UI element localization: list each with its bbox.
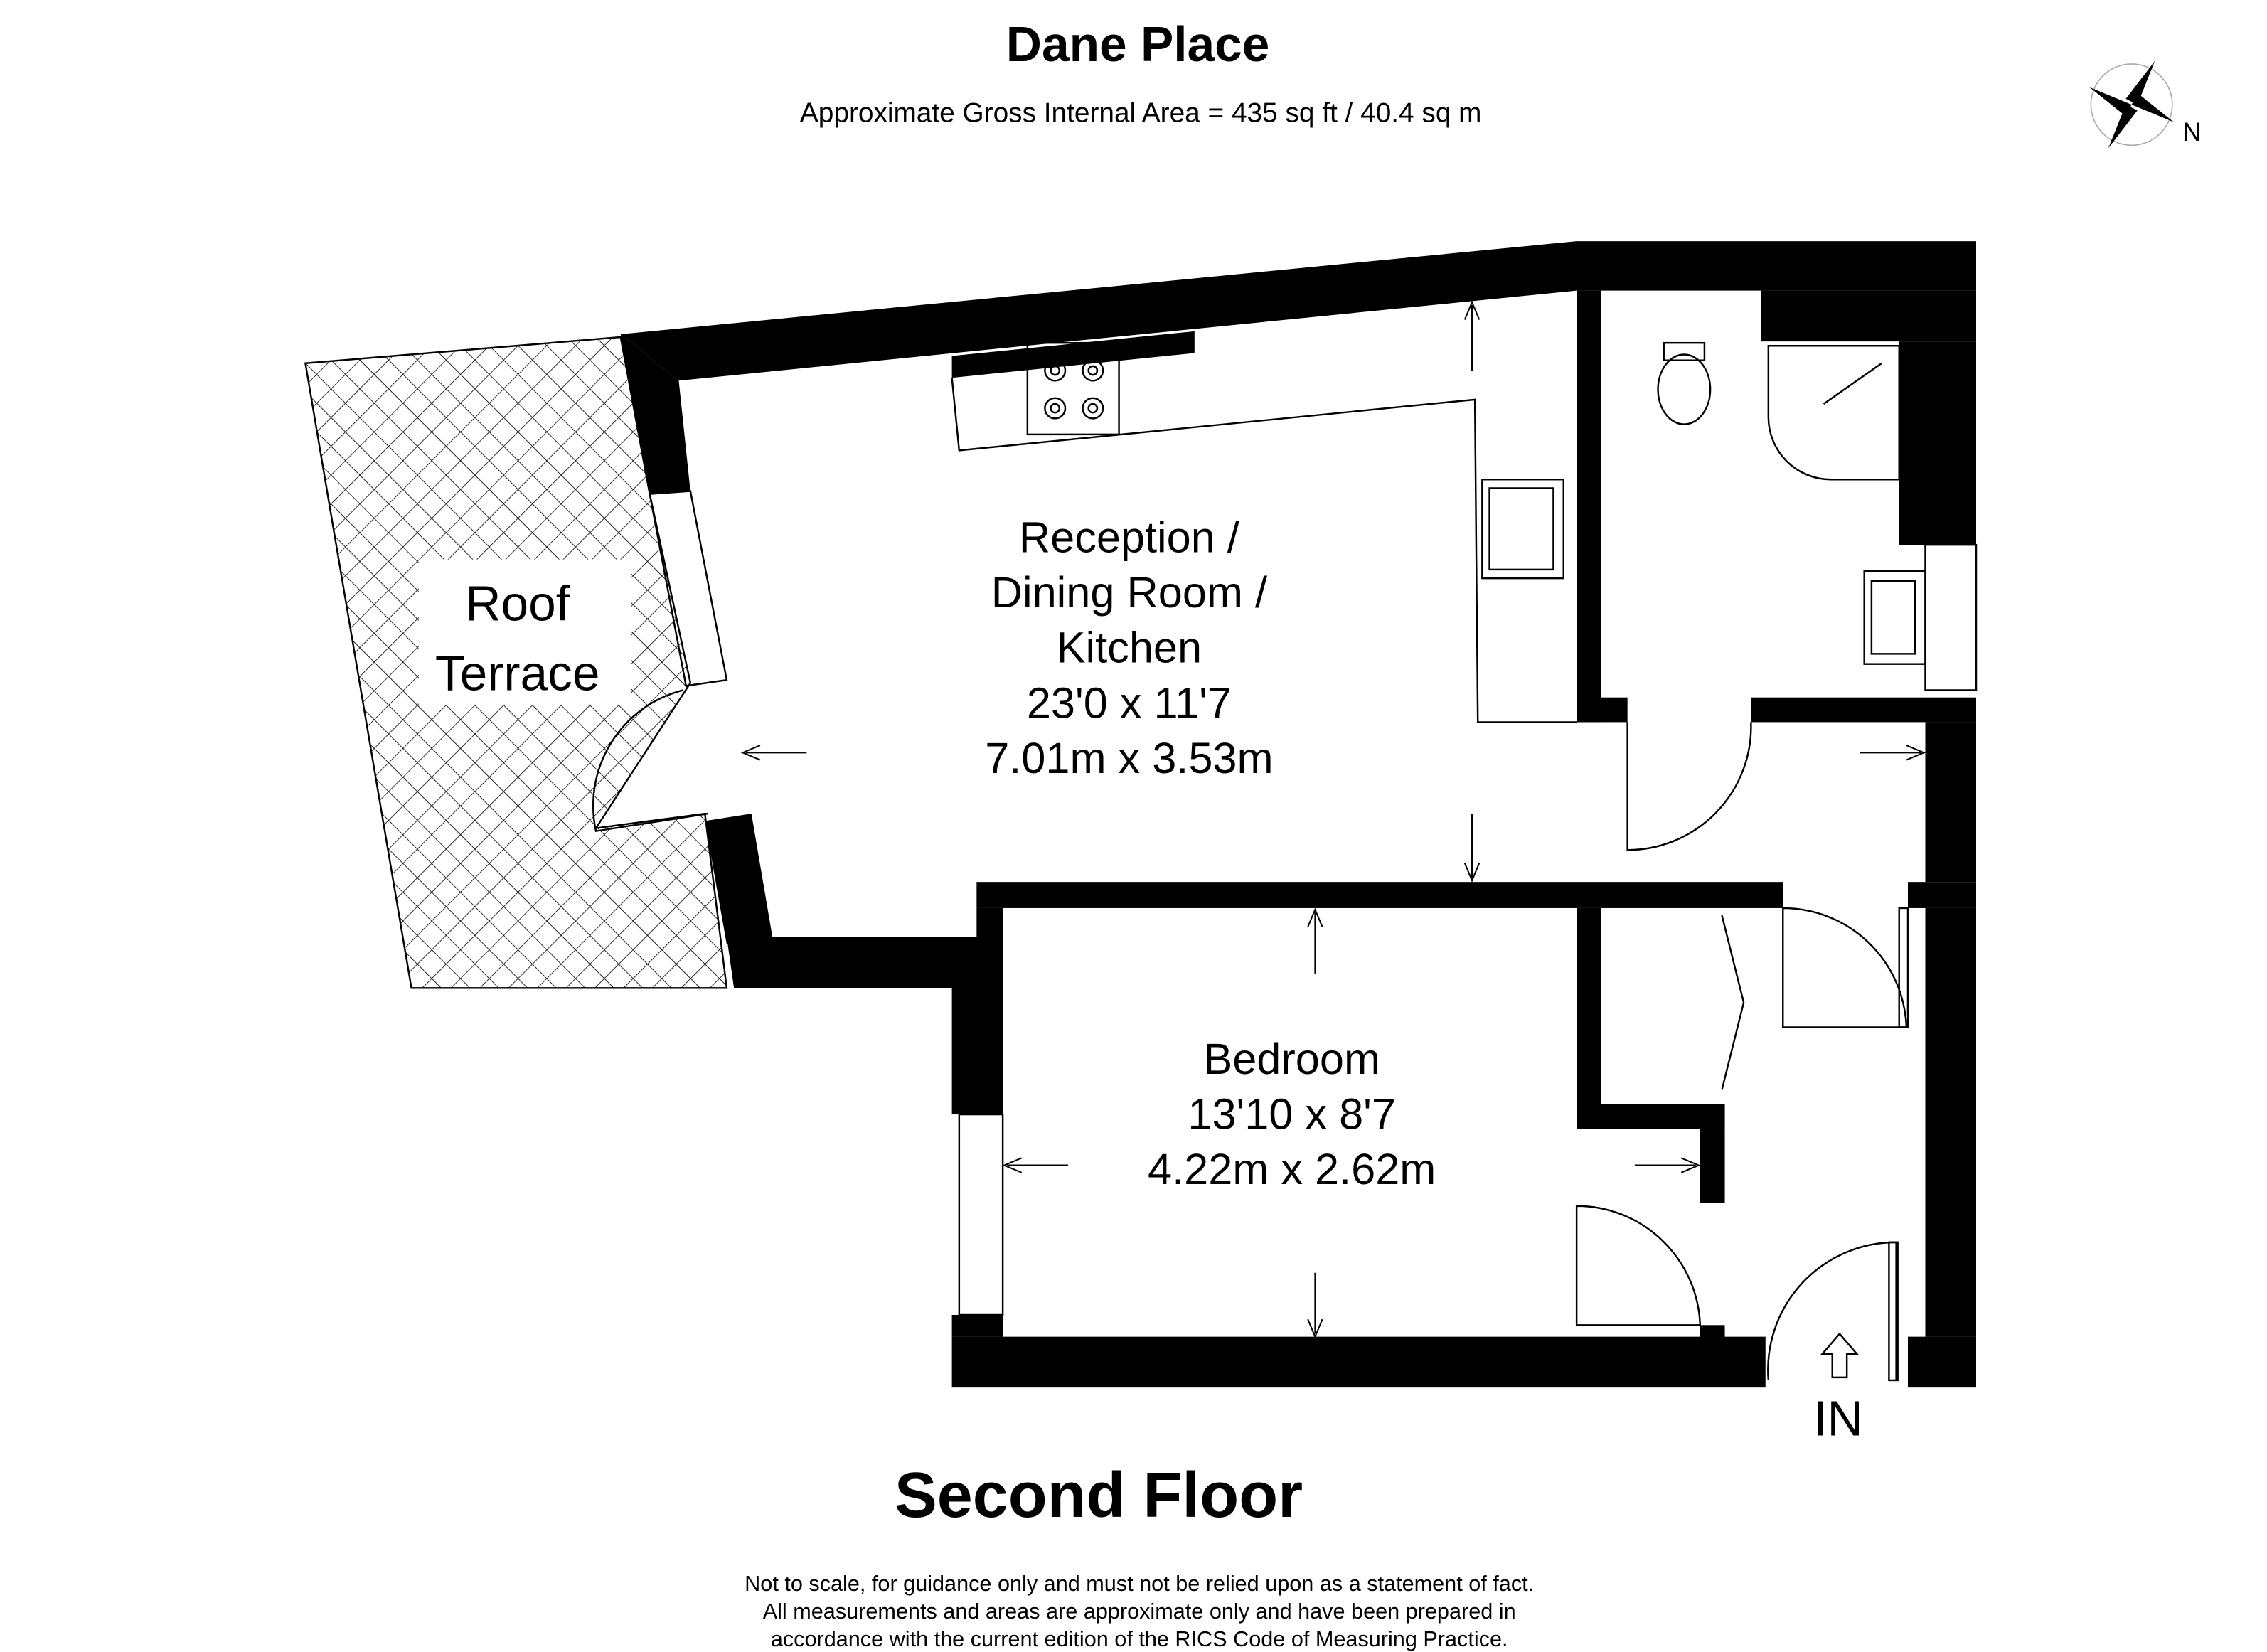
compass-icon: N <box>2089 60 2202 149</box>
reception-label: Reception / Dining Room / Kitchen 23'0 x… <box>985 513 1273 782</box>
reception-name-line2: Dining Room / <box>991 568 1268 617</box>
kitchen-sink-icon <box>1481 478 1564 580</box>
floor-label: Second Floor <box>895 1460 1303 1531</box>
reception-name-line3: Kitchen <box>1057 624 1202 672</box>
gross-area: Approximate Gross Internal Area = 435 sq… <box>800 98 1482 129</box>
plan-title: Dane Place <box>1006 16 1270 72</box>
shower-icon <box>1767 345 1900 481</box>
walls <box>620 241 1976 1388</box>
disclaimer-line2: All measurements and areas are approxima… <box>763 1599 1516 1624</box>
bedroom-size-metric: 4.22m x 2.62m <box>1148 1145 1436 1193</box>
reception-size-metric: 7.01m x 3.53m <box>985 734 1273 782</box>
reception-name-line1: Reception / <box>1019 513 1240 561</box>
toilet-icon <box>1657 341 1712 425</box>
kitchen-counter <box>951 331 1577 723</box>
disclaimer-line1: Not to scale, for guidance only and must… <box>745 1572 1534 1596</box>
terrace-label-line1: Roof <box>465 575 570 631</box>
roof-terrace: Roof Terrace <box>304 336 728 989</box>
bedroom-name: Bedroom <box>1203 1035 1380 1083</box>
compass-north-label: N <box>2182 117 2202 146</box>
entrance-arrow-icon <box>1820 1332 1860 1379</box>
doors <box>592 689 1909 1382</box>
dimension-arrows <box>740 300 1926 1339</box>
terrace-label-line2: Terrace <box>435 645 600 700</box>
bedroom-size-imperial: 13'10 x 8'7 <box>1188 1089 1396 1138</box>
basin-icon <box>1863 570 1926 665</box>
bedroom-label: Bedroom 13'10 x 8'7 4.22m x 2.62m <box>1148 1035 1436 1193</box>
disclaimer-line3: accordance with the current edition of t… <box>771 1627 1508 1651</box>
hob-icon <box>1026 341 1120 436</box>
entrance-label: IN <box>1813 1391 1862 1446</box>
reception-size-imperial: 23'0 x 11'7 <box>1027 678 1232 727</box>
